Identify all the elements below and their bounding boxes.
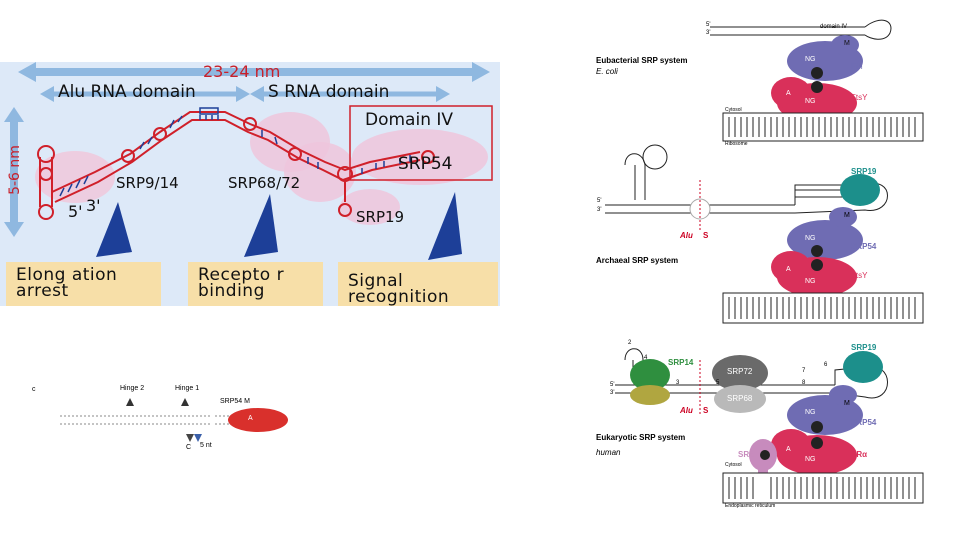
eukaryotic-species: human (596, 448, 621, 457)
eubacterial-title: Eubacterial SRP system (596, 56, 688, 65)
euk-a-label: A (786, 90, 791, 97)
srp-structure-diagram: 23-24 nm Alu RNA domain S RNA domain 5-6… (0, 62, 500, 306)
euk-ng-top: NG (805, 56, 816, 63)
helix-3-label: 3 (676, 380, 680, 386)
srp-rna-drawing (4, 62, 493, 260)
signal-recognition-text: Signal recognition (348, 271, 450, 307)
arch-ng-top: NG (805, 235, 816, 242)
er-label: Endoplasmic reticulum (725, 503, 776, 509)
srp9-14-label: SRP9/14 (116, 174, 179, 192)
eu-ng-bottom: NG (805, 456, 816, 463)
width-label: 23-24 nm (203, 62, 281, 81)
five-nt-label: 5 nt (200, 442, 212, 449)
receptor-binding-text: Recepto r binding (198, 265, 285, 301)
srp68-72-label: SRP68/72 (228, 174, 301, 192)
eu-srp19-label: SRP19 (851, 343, 877, 352)
eu-alu-label: Alu (680, 406, 693, 415)
euk-ng-bottom: NG (805, 98, 816, 105)
five-prime-label: 5' (68, 202, 83, 221)
eu-a-label: A (786, 446, 791, 453)
arch-ng-bottom: NG (805, 278, 816, 285)
arch-five-prime: 5' (597, 198, 602, 204)
eukaryotic-diagram (615, 348, 924, 504)
s-domain-label: S RNA domain (268, 82, 390, 102)
arch-ftsy-label: FtsY (851, 271, 868, 280)
eu-m-label: M (844, 400, 850, 407)
euk-three-prime: 3' (706, 30, 711, 36)
eukaryotic-title: Eukaryotic SRP system (596, 433, 686, 442)
hinge2-label: Hinge 2 (120, 385, 145, 392)
eu-three-prime: 3' (610, 390, 615, 396)
srp54-label: SRP54 (398, 154, 453, 174)
three-prime-label: 3' (86, 196, 101, 215)
archaeal-title: Archaeal SRP system (596, 256, 679, 265)
srp19-label: SRP19 (356, 208, 405, 226)
archaeal-diagram (605, 144, 924, 324)
inset-c-label: C (186, 444, 192, 451)
helix-5-label: 5 (716, 380, 720, 386)
eu-five-prime: 5' (610, 382, 615, 388)
inset-drawing (60, 398, 288, 442)
eu-ng-top: NG (805, 409, 816, 416)
euk-cytosol-label: Cytosol (725, 107, 742, 113)
arch-a-label: A (786, 266, 791, 273)
alu-domain-label: Alu RNA domain (58, 82, 196, 102)
arch-srp54-label: SRP54 (851, 242, 877, 251)
domain-iv-label: domain IV (820, 24, 848, 30)
euk-ribosome-label: Ribosome (725, 141, 748, 147)
height-label: 5-6 nm (6, 145, 23, 195)
srp68-label: SRP68 (727, 394, 753, 403)
helix-7-label: 7 (802, 368, 806, 374)
srp-secondary-structure-inset: c Hinge 2 Hinge 1 SRP54 M A C 5 nt (30, 380, 290, 460)
sr-beta-label: SRβ (738, 450, 754, 459)
inset-a-label: A (248, 415, 253, 422)
hinge1-label: Hinge 1 (175, 385, 200, 392)
elongation-arrest-text: Elong ation arrest (16, 265, 118, 301)
ftsy-label: FtsY (851, 93, 868, 102)
srp54m-label: SRP54 M (220, 398, 250, 405)
eu-s-label: S (703, 406, 709, 415)
srp14-label: SRP14 (668, 358, 694, 367)
arch-alu-label: Alu (680, 231, 693, 240)
helix-2-label: 2 (628, 340, 632, 346)
arch-m-label: M (844, 212, 850, 219)
helix-8-label: 8 (802, 380, 806, 386)
euk-five-prime: 5' (706, 22, 711, 28)
srp-systems-drawing (605, 19, 924, 504)
eu-srp54-label: SRP54 (851, 418, 877, 427)
panel-letter: c (32, 386, 36, 393)
helix-4-label: 4 (644, 355, 648, 361)
eubacterial-species: E. coli (596, 67, 618, 76)
euk-m-label: M (844, 40, 850, 47)
signal-recognition-box: Signal recognition (338, 262, 498, 306)
ffh-label: Ffh (851, 62, 863, 71)
arch-three-prime: 3' (597, 207, 602, 213)
arch-s-label: S (703, 231, 709, 240)
sr-alpha-label: SRα (851, 450, 868, 459)
eu-cytosol-label: Cytosol (725, 462, 742, 468)
srp9-label: SRP9 (636, 396, 657, 405)
elongation-arrest-box: Elong ation arrest (6, 262, 161, 306)
receptor-binding-box: Recepto r binding (188, 262, 323, 306)
eubacterial-diagram (710, 19, 924, 142)
helix-6-label: 6 (824, 362, 828, 368)
domain-iv-label: Domain IV (365, 110, 454, 130)
srp72-label: SRP72 (727, 367, 753, 376)
arch-srp19-label: SRP19 (851, 167, 877, 176)
